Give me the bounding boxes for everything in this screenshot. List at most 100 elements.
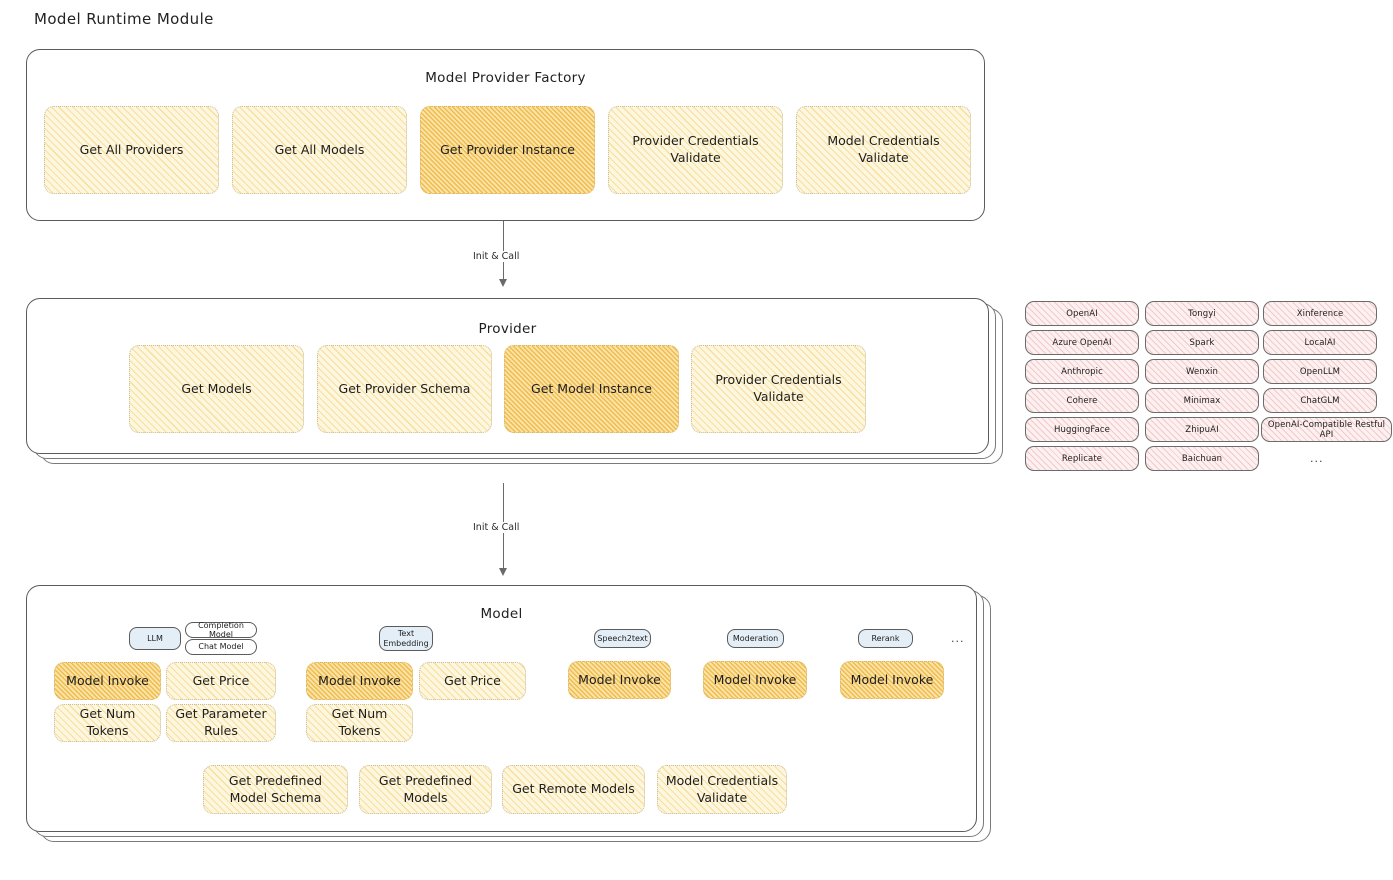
provider-method-label: Provider Credentials Validate bbox=[715, 372, 842, 404]
provider-tag-label: Replicate bbox=[1061, 453, 1103, 464]
model-type-chip-llm[interactable]: LLM bbox=[129, 627, 181, 650]
provider-tag-label: OpenAI-Compatible Restful API bbox=[1267, 419, 1386, 440]
provider-tag-minimax[interactable]: Minimax bbox=[1145, 388, 1259, 413]
method-label: Get Num Tokens bbox=[79, 706, 136, 738]
method-label: Get Predefined Model Schema bbox=[228, 772, 323, 805]
provider-method-label: Get Provider Schema bbox=[338, 380, 471, 396]
model-type-chip-text-embedding[interactable]: Text Embedding bbox=[379, 626, 433, 651]
model-type-label: Rerank bbox=[871, 633, 900, 643]
provider-tag-azure-openai[interactable]: Azure OpenAI bbox=[1025, 330, 1139, 355]
model-title: Model bbox=[480, 606, 523, 622]
model-common-method-get-remote-models[interactable]: Get Remote Models bbox=[502, 765, 645, 814]
method-label: Get Predefined Models bbox=[378, 772, 473, 805]
method-label: Model Invoke bbox=[578, 671, 661, 687]
model-type-chip-moderation[interactable]: Moderation bbox=[727, 629, 784, 648]
model-common-method-model-credentials-validate[interactable]: Model Credentials Validate bbox=[657, 765, 787, 814]
model-subtype-chip-completion-model[interactable]: Completion Model bbox=[185, 620, 257, 639]
provider-tag-label: Azure OpenAI bbox=[1052, 337, 1112, 348]
arrow-provider-to-model-head bbox=[498, 568, 507, 576]
provider-tag-spark[interactable]: Spark bbox=[1145, 330, 1259, 355]
factory-method-label: Get All Providers bbox=[79, 141, 184, 157]
provider-method-get-models[interactable]: Get Models bbox=[129, 345, 304, 433]
provider-tag-openai-compatible-restful-api[interactable]: OpenAI-Compatible Restful API bbox=[1261, 417, 1392, 442]
method-label: Get Num Tokens bbox=[331, 706, 388, 738]
provider-tag-label: LocalAI bbox=[1304, 337, 1336, 348]
factory-method-label: Get Provider Instance bbox=[440, 141, 575, 157]
model-common-method-get-predefined-models[interactable]: Get Predefined Models bbox=[359, 765, 492, 814]
factory-method-get-all-models[interactable]: Get All Models bbox=[232, 106, 407, 194]
provider-tag-openllm[interactable]: OpenLLM bbox=[1263, 359, 1377, 384]
arrow-factory-to-provider-label: Init & Call bbox=[470, 251, 523, 262]
embedding-method-get-num-tokens[interactable]: Get Num Tokens bbox=[306, 704, 413, 742]
factory-method-model-credentials-validate[interactable]: Model Credentials Validate bbox=[796, 106, 971, 194]
provider-tag-replicate[interactable]: Replicate bbox=[1025, 446, 1139, 471]
model-types-more-ellipsis: ... bbox=[951, 632, 965, 645]
provider-tag-label: Baichuan bbox=[1181, 453, 1223, 464]
provider-tag-localai[interactable]: LocalAI bbox=[1263, 330, 1377, 355]
arrow-provider-to-model-label: Init & Call bbox=[470, 522, 523, 533]
llm-method-get-price[interactable]: Get Price bbox=[166, 662, 276, 700]
method-label: Model Invoke bbox=[66, 672, 149, 688]
method-label: Get Parameter Rules bbox=[175, 706, 267, 738]
model-subtype-label: Completion Model bbox=[198, 620, 244, 639]
llm-method-get-parameter-rules[interactable]: Get Parameter Rules bbox=[166, 704, 276, 742]
provider-method-provider-credentials-validate[interactable]: Provider Credentials Validate bbox=[691, 345, 866, 433]
factory-method-label: Model Credentials Validate bbox=[827, 133, 940, 165]
method-label: Model Credentials Validate bbox=[665, 772, 779, 805]
model-subtype-chip-chat-model[interactable]: Chat Model bbox=[185, 639, 257, 655]
provider-tag-tongyi[interactable]: Tongyi bbox=[1145, 301, 1259, 326]
model-type-chip-rerank[interactable]: Rerank bbox=[858, 629, 913, 648]
provider-method-get-provider-schema[interactable]: Get Provider Schema bbox=[317, 345, 492, 433]
rerank-method-model-invoke[interactable]: Model Invoke bbox=[840, 661, 944, 699]
method-label: Get Remote Models bbox=[512, 781, 635, 797]
method-label: Get Price bbox=[444, 672, 501, 688]
speech2text-method-model-invoke[interactable]: Model Invoke bbox=[568, 661, 671, 699]
provider-tag-label: Xinference bbox=[1296, 308, 1344, 319]
model-type-label: Text Embedding bbox=[383, 629, 429, 648]
provider-list-more-ellipsis: ... bbox=[1310, 452, 1324, 465]
provider-tag-zhipuai[interactable]: ZhipuAI bbox=[1145, 417, 1259, 442]
provider-tag-label: Spark bbox=[1189, 337, 1215, 348]
factory-method-get-provider-instance[interactable]: Get Provider Instance bbox=[420, 106, 595, 194]
provider-tag-label: ChatGLM bbox=[1300, 395, 1340, 406]
factory-method-label: Provider Credentials Validate bbox=[632, 133, 759, 165]
provider-tag-openai[interactable]: OpenAI bbox=[1025, 301, 1139, 326]
model-type-label: Speech2text bbox=[597, 633, 648, 643]
model-type-chip-speech2text[interactable]: Speech2text bbox=[594, 629, 651, 648]
provider-tag-chatglm[interactable]: ChatGLM bbox=[1263, 388, 1377, 413]
provider-tag-baichuan[interactable]: Baichuan bbox=[1145, 446, 1259, 471]
provider-method-label: Get Models bbox=[181, 380, 252, 396]
provider-tag-label: OpenLLM bbox=[1299, 366, 1341, 377]
model-provider-factory-title: Model Provider Factory bbox=[425, 70, 586, 86]
provider-tag-label: Wenxin bbox=[1186, 366, 1218, 377]
model-subtype-label: Chat Model bbox=[198, 642, 244, 652]
model-type-label: Moderation bbox=[732, 633, 779, 643]
method-label: Get Price bbox=[192, 672, 250, 688]
provider-tag-huggingface[interactable]: HuggingFace bbox=[1025, 417, 1139, 442]
moderation-method-model-invoke[interactable]: Model Invoke bbox=[703, 661, 807, 699]
provider-method-label: Get Model Instance bbox=[531, 380, 652, 396]
provider-tag-label: Anthropic bbox=[1061, 366, 1103, 377]
arrow-factory-to-provider-head bbox=[498, 279, 507, 287]
model-common-method-get-predefined-model-schema[interactable]: Get Predefined Model Schema bbox=[203, 765, 348, 814]
page-title: Model Runtime Module bbox=[34, 10, 214, 28]
provider-title: Provider bbox=[478, 321, 537, 337]
embedding-method-get-price[interactable]: Get Price bbox=[419, 662, 526, 700]
provider-tag-label: OpenAI bbox=[1066, 308, 1098, 319]
method-label: Model Invoke bbox=[318, 672, 401, 688]
provider-tag-wenxin[interactable]: Wenxin bbox=[1145, 359, 1259, 384]
factory-method-label: Get All Models bbox=[274, 141, 365, 157]
embedding-method-model-invoke[interactable]: Model Invoke bbox=[306, 662, 413, 700]
provider-tag-xinference[interactable]: Xinference bbox=[1263, 301, 1377, 326]
factory-method-get-all-providers[interactable]: Get All Providers bbox=[44, 106, 219, 194]
provider-tag-anthropic[interactable]: Anthropic bbox=[1025, 359, 1139, 384]
model-type-label: LLM bbox=[147, 633, 163, 643]
provider-tag-label: Tongyi bbox=[1188, 308, 1216, 319]
llm-method-model-invoke[interactable]: Model Invoke bbox=[54, 662, 161, 700]
provider-tag-cohere[interactable]: Cohere bbox=[1025, 388, 1139, 413]
factory-method-provider-credentials-validate[interactable]: Provider Credentials Validate bbox=[608, 106, 783, 194]
llm-method-get-num-tokens[interactable]: Get Num Tokens bbox=[54, 704, 161, 742]
method-label: Model Invoke bbox=[713, 671, 797, 687]
provider-method-get-model-instance[interactable]: Get Model Instance bbox=[504, 345, 679, 433]
